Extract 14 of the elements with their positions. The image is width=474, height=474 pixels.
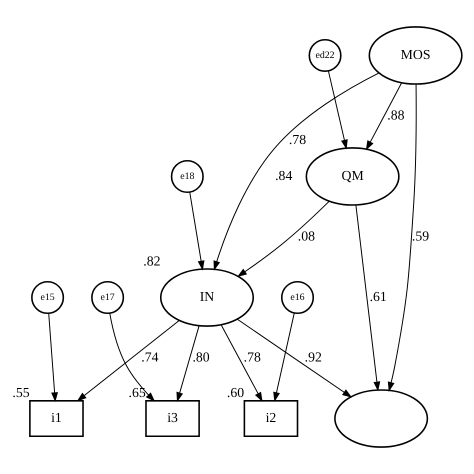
node-label: .60 bbox=[226, 385, 244, 400]
edge-label: .84 bbox=[275, 168, 292, 184]
edge-label: .61 bbox=[370, 289, 387, 304]
node-label: .55 bbox=[12, 385, 30, 400]
edge-label: .88 bbox=[387, 108, 405, 123]
edge-label: .80 bbox=[192, 350, 210, 365]
edge-label: .92 bbox=[304, 350, 322, 365]
node-label: .65 bbox=[128, 385, 146, 400]
edge-label: .78 bbox=[244, 350, 261, 365]
node-label: .82 bbox=[143, 253, 160, 268]
edge-label: .74 bbox=[141, 350, 159, 365]
edge-label: .08 bbox=[298, 228, 315, 244]
edge-label: .59 bbox=[412, 228, 430, 244]
node-label: .78 bbox=[288, 132, 306, 148]
